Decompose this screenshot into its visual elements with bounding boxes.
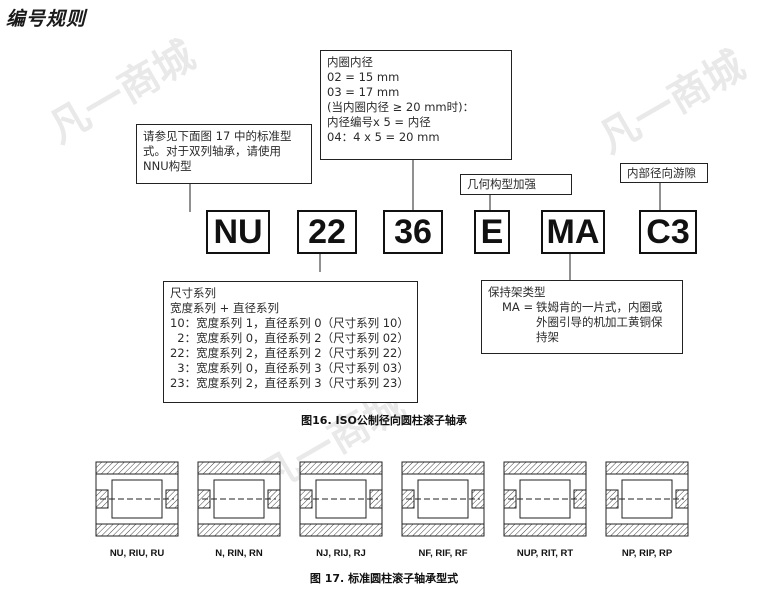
box-line: 铁姆肯的一片式，内圈或 xyxy=(536,300,663,314)
box-line: NNU构型 xyxy=(143,159,192,173)
dimension-series-box: 尺寸系列 宽度系列 + 直径系列 10：宽度系列 1，直径系列 0（尺寸系列 1… xyxy=(163,281,418,403)
bearing-diagrams xyxy=(95,461,689,537)
cage-type-box: 保持架类型 MA = 铁姆肯的一片式，内圈或 外圈引导的机加工黄铜保 持架 xyxy=(481,280,683,354)
box-line: 2：宽度系列 0，直径系列 2（尺寸系列 02） xyxy=(170,331,409,345)
box-line: (当内圈内径 ≥ 20 mm时)： xyxy=(327,100,475,114)
bearing-diagram-n xyxy=(197,461,281,537)
box-line: 式。对于双列轴承，请使用 xyxy=(143,144,281,158)
inner-diameter-box: 内圈内径 02 = 15 mm 03 = 17 mm (当内圈内径 ≥ 20 m… xyxy=(320,50,512,160)
box-line: 3：宽度系列 0，直径系列 3（尺寸系列 03） xyxy=(170,361,409,375)
box-line: 尺寸系列 xyxy=(170,286,216,300)
bearing-type-label: NUP, RIT, RT xyxy=(516,548,574,559)
bearing-type-label: N, RIN, RN xyxy=(215,548,263,559)
code-part-dimension: 22 xyxy=(297,210,357,254)
geometry-label: 几何构型加强 xyxy=(460,174,572,195)
box-line: 22：宽度系列 2，直径系列 2（尺寸系列 22） xyxy=(170,346,409,360)
bearing-type-label: NP, RIP, RP xyxy=(621,548,673,559)
cage-key: MA = xyxy=(502,300,534,314)
bearing-diagram-nj xyxy=(299,461,383,537)
figure16-caption: 图16. ISO公制径向圆柱滚子轴承 xyxy=(301,414,467,427)
code-part-geometry: E xyxy=(474,210,510,254)
clearance-label: 内部径向游隙 xyxy=(620,163,708,183)
code-part-cage: MA xyxy=(541,210,605,254)
note-box: 请参见下面图 17 中的标准型 式。对于双列轴承，请使用 NNU构型 xyxy=(136,124,312,184)
box-line: 内径编号x 5 = 内径 xyxy=(327,115,431,129)
code-part-series: NU xyxy=(206,210,270,254)
bearing-diagram-nf xyxy=(401,461,485,537)
box-title: 保持架类型 xyxy=(488,285,546,299)
page-title: 编号规则 xyxy=(6,8,87,30)
bearing-type-label: NF, RIF, RF xyxy=(418,548,468,559)
box-line: 外圈引导的机加工黄铜保 xyxy=(536,315,663,329)
box-line: 10：宽度系列 1，直径系列 0（尺寸系列 10） xyxy=(170,316,409,330)
box-line: 宽度系列 + 直径系列 xyxy=(170,301,279,315)
code-part-bore: 36 xyxy=(383,210,443,254)
box-line: 持架 xyxy=(536,330,559,344)
bearing-type-label: NU, RIU, RU xyxy=(109,548,165,559)
figure17-caption: 图 17. 标准圆柱滚子轴承型式 xyxy=(309,572,459,585)
bearing-type-label: NJ, RIJ, RJ xyxy=(316,548,366,559)
box-line: 04：4 x 5 = 20 mm xyxy=(327,130,440,144)
bearing-diagram-nup xyxy=(503,461,587,537)
bearing-diagram-nu xyxy=(95,461,179,537)
box-line: 03 = 17 mm xyxy=(327,85,400,99)
box-line: 02 = 15 mm xyxy=(327,70,400,84)
bearing-diagram-np xyxy=(605,461,689,537)
box-line: 23：宽度系列 2，直径系列 3（尺寸系列 23） xyxy=(170,376,409,390)
box-line: 请参见下面图 17 中的标准型 xyxy=(143,129,292,143)
code-part-clearance: C3 xyxy=(639,210,697,254)
box-line: 内圈内径 xyxy=(327,55,373,69)
